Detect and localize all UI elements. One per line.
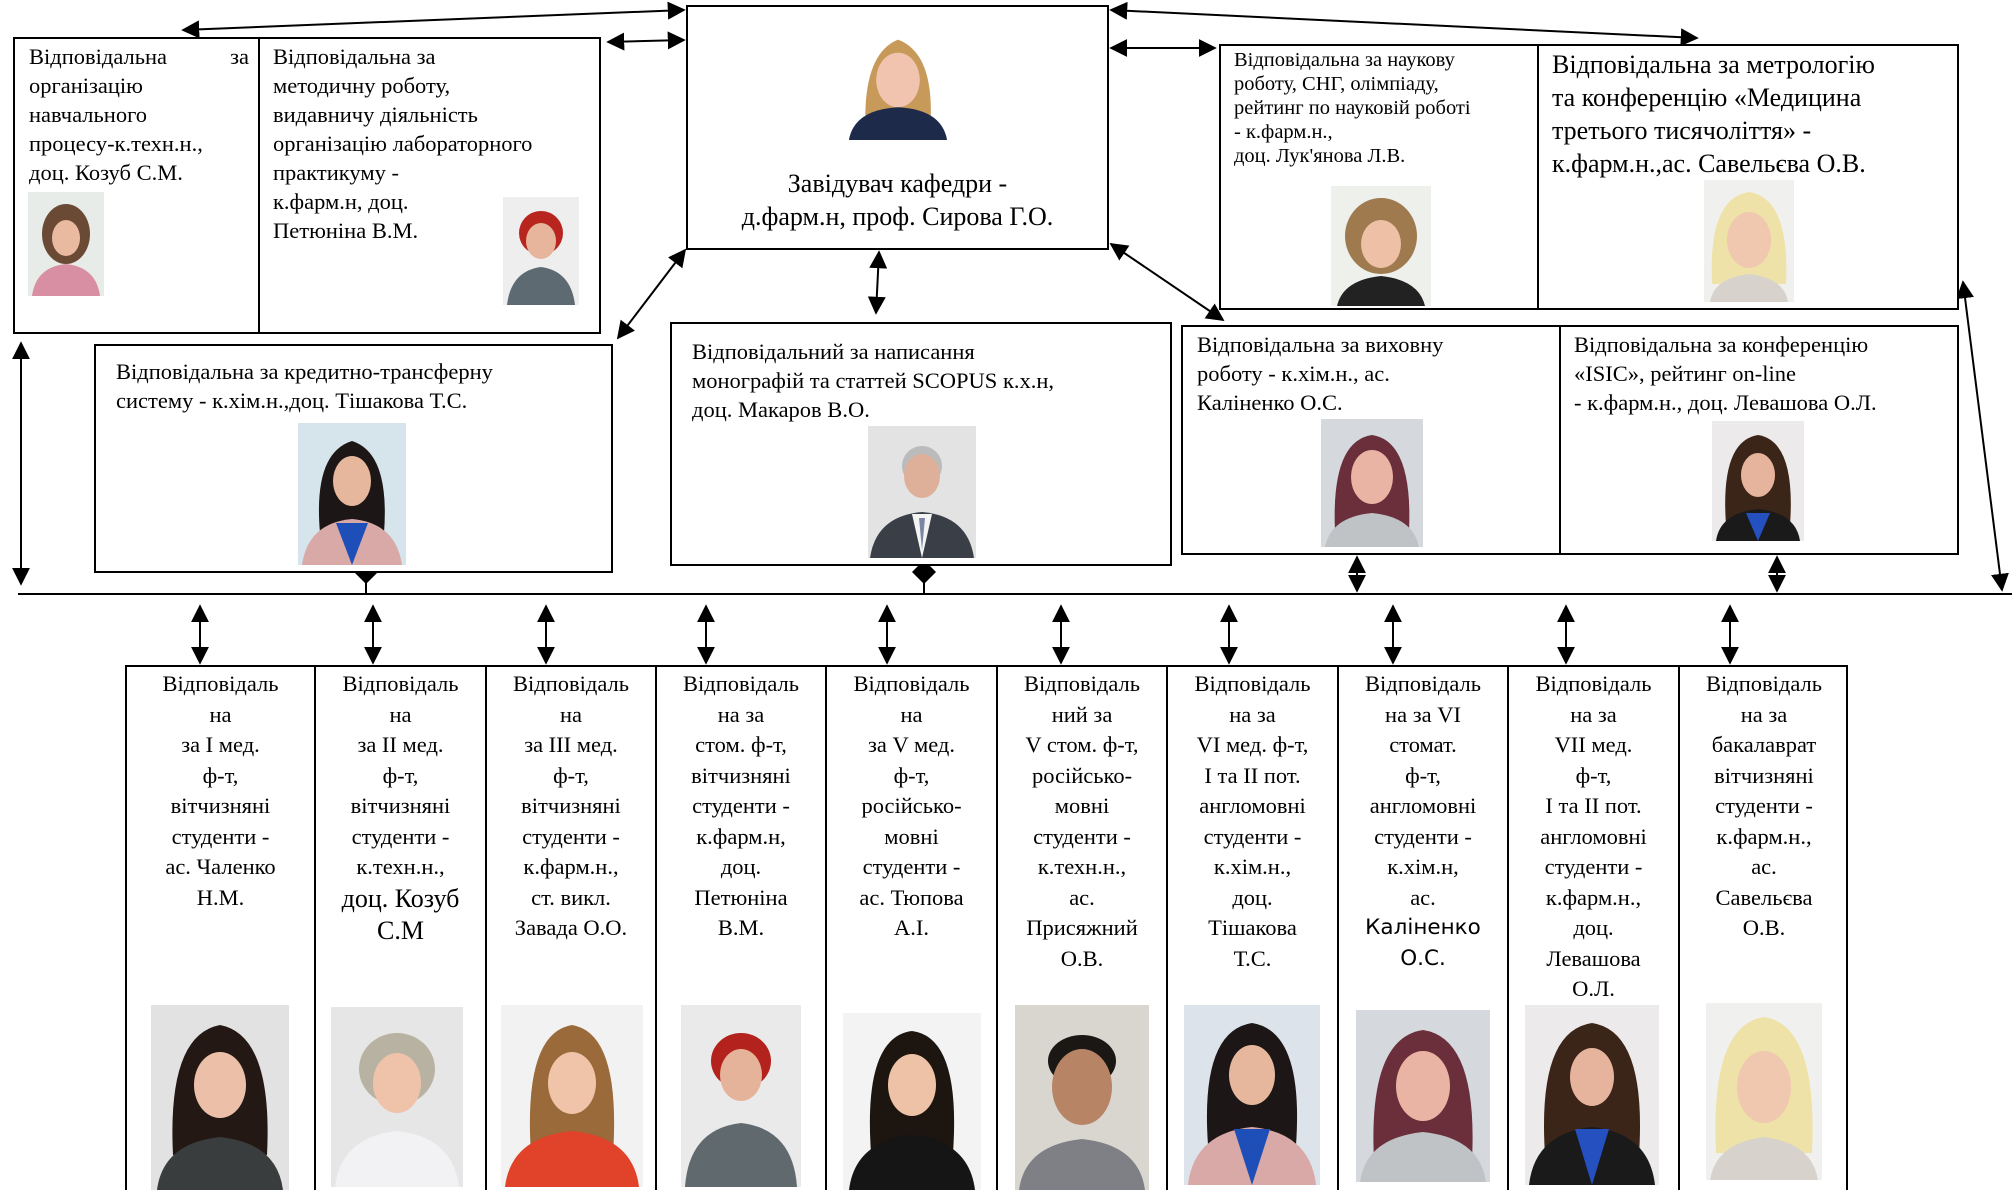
metrology-text: Відповідальна за метрологію та конференц… xyxy=(1552,50,1875,178)
bottom-col-8-photo xyxy=(1356,1010,1490,1182)
top-left-box: Відповідальна за організацію навчального… xyxy=(13,37,601,334)
bottom-col-1-photo xyxy=(151,1005,289,1190)
credit-photo xyxy=(298,423,406,565)
bottom-col-3-photo xyxy=(501,1005,643,1187)
method-text: Відповідальна за методичну роботу, видав… xyxy=(273,44,533,243)
head-to-credit-arrow xyxy=(616,248,687,340)
bottom-col-2-photo xyxy=(331,1007,463,1187)
monograph-photo xyxy=(868,426,976,558)
method-photo xyxy=(503,197,579,305)
education-text: Відповідальна за виховну роботу - к.хім.… xyxy=(1197,332,1444,415)
organization-text: Відповідальна за організацію навчального… xyxy=(29,44,249,185)
head-to-method-arrow xyxy=(606,31,686,51)
head-to-monograph-arrow xyxy=(867,250,888,315)
organization-photo xyxy=(28,192,104,296)
mid-right-box: Відповідальна за виховну роботу - к.хім.… xyxy=(1181,325,1959,555)
head-to-metrology-arrow xyxy=(1109,1,1699,47)
bottom-col-10-photo xyxy=(1706,1003,1822,1180)
metrology-cell: Відповідальна за метрологію та конференц… xyxy=(1539,46,1959,308)
isic-photo xyxy=(1712,421,1804,541)
education-photo xyxy=(1321,419,1423,547)
isic-text: Відповідальна за конференцію «ISIC», рей… xyxy=(1574,332,1877,415)
organization-cell: Відповідальна за організацію навчального… xyxy=(15,39,260,332)
head-to-topleft-arrow xyxy=(181,1,686,39)
bottom-col-4-photo xyxy=(681,1005,801,1187)
bottom-col-9-photo xyxy=(1525,1005,1659,1185)
method-cell: Відповідальна за методичну роботу, видав… xyxy=(260,39,601,332)
isic-cell: Відповідальна за конференцію «ISIC», рей… xyxy=(1561,327,1959,553)
top-right-box: Відповідальна за наукову роботу, СНГ, ол… xyxy=(1219,44,1959,310)
science-cell: Відповідальна за наукову роботу, СНГ, ол… xyxy=(1221,46,1539,308)
head-title: Завідувач кафедри -д.фарм.н, проф. Сиров… xyxy=(741,169,1054,231)
bottom-col-7-photo xyxy=(1184,1005,1320,1185)
metrology-photo xyxy=(1704,180,1794,302)
head-to-education-arrow xyxy=(1109,242,1225,322)
education-cell: Відповідальна за виховну роботу - к.хім.… xyxy=(1183,327,1561,553)
science-text: Відповідальна за наукову роботу, СНГ, ол… xyxy=(1234,49,1471,167)
right-side-arrow xyxy=(1956,280,2009,592)
science-photo xyxy=(1331,186,1431,306)
bottom-col-5-photo xyxy=(843,1013,981,1190)
bottom-col-6-photo xyxy=(1015,1005,1149,1190)
bottom-row xyxy=(125,665,1848,1190)
head-photo xyxy=(841,20,955,140)
head-box: Завідувач кафедри -д.фарм.н, проф. Сиров… xyxy=(686,5,1109,250)
